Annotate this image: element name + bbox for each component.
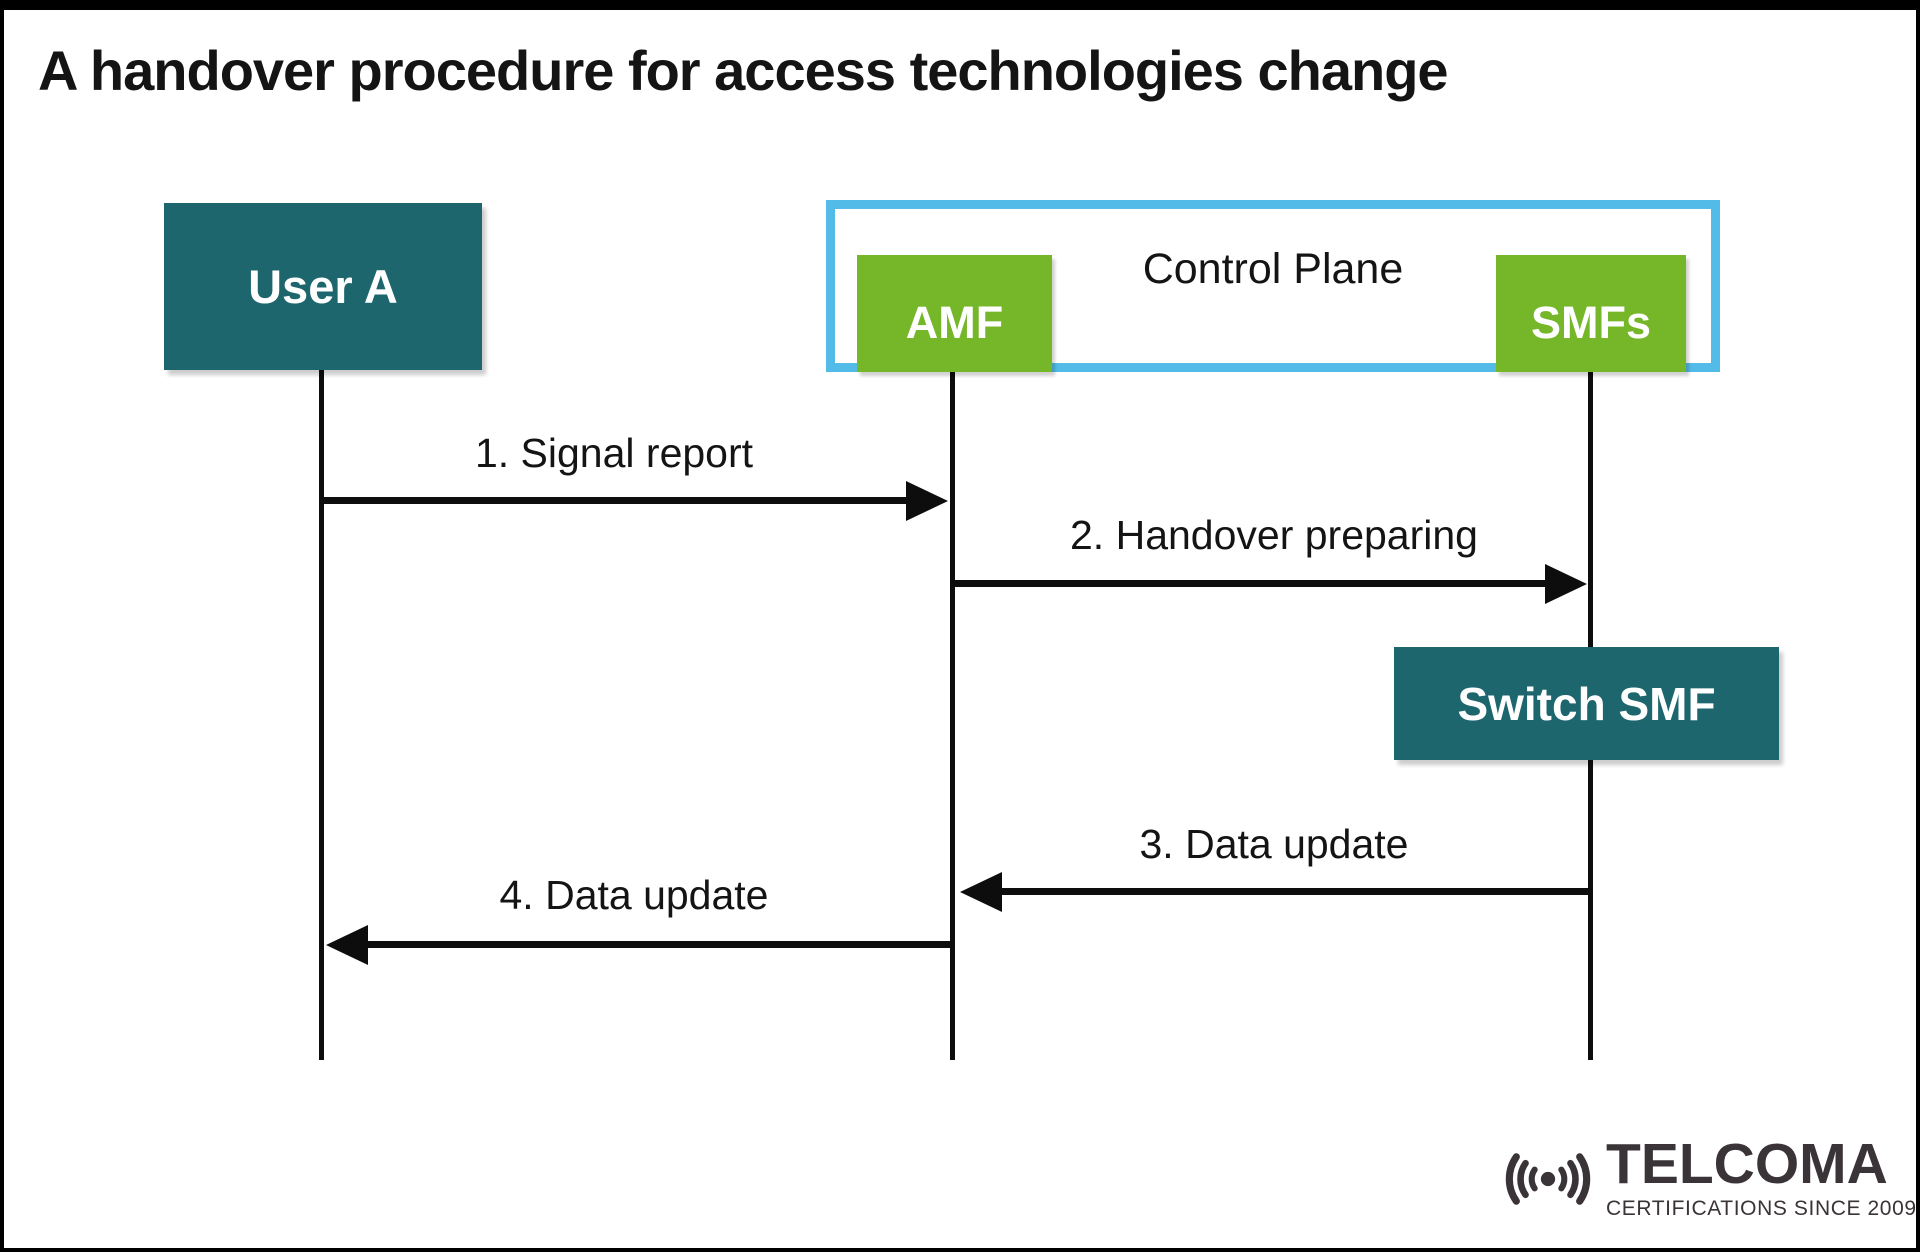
- action-switch-smf: Switch SMF: [1394, 647, 1779, 760]
- message-3-arrow: [1000, 888, 1590, 895]
- control-plane-group: Control Plane: [826, 200, 1720, 372]
- page-title: A handover procedure for access technolo…: [38, 39, 1449, 102]
- actor-user-a-label: User A: [248, 260, 398, 313]
- message-3-label: 3. Data update: [1139, 821, 1409, 867]
- message-1-label: 1. Signal report: [474, 430, 754, 476]
- message-2-arrow: [955, 580, 1547, 587]
- action-switch-smf-label: Switch SMF: [1457, 677, 1716, 730]
- actor-smfs-label: SMFs: [1530, 296, 1651, 348]
- message-4-label: 4. Data update: [499, 872, 769, 918]
- message-2-label: 2. Handover preparing: [1070, 512, 1478, 558]
- lifeline-user-a: [319, 365, 324, 1060]
- actor-user-a: User A: [164, 203, 482, 370]
- brand-name: TELCOMA: [1606, 1132, 1888, 1196]
- message-1-arrow: [322, 497, 908, 504]
- actor-amf: AMF: [857, 255, 1052, 372]
- brand-logo: TELCOMA CERTIFICATIONS SINCE 2009: [1492, 1132, 1917, 1221]
- message-4-arrow: [366, 941, 954, 948]
- radio-signal-icon: [1505, 1152, 1591, 1205]
- actor-amf-label: AMF: [905, 296, 1004, 348]
- control-plane-label: Control Plane: [1142, 245, 1404, 293]
- lifeline-amf: [950, 368, 955, 1060]
- brand-tagline: CERTIFICATIONS SINCE 2009: [1606, 1197, 1917, 1220]
- actor-smfs: SMFs: [1496, 255, 1686, 372]
